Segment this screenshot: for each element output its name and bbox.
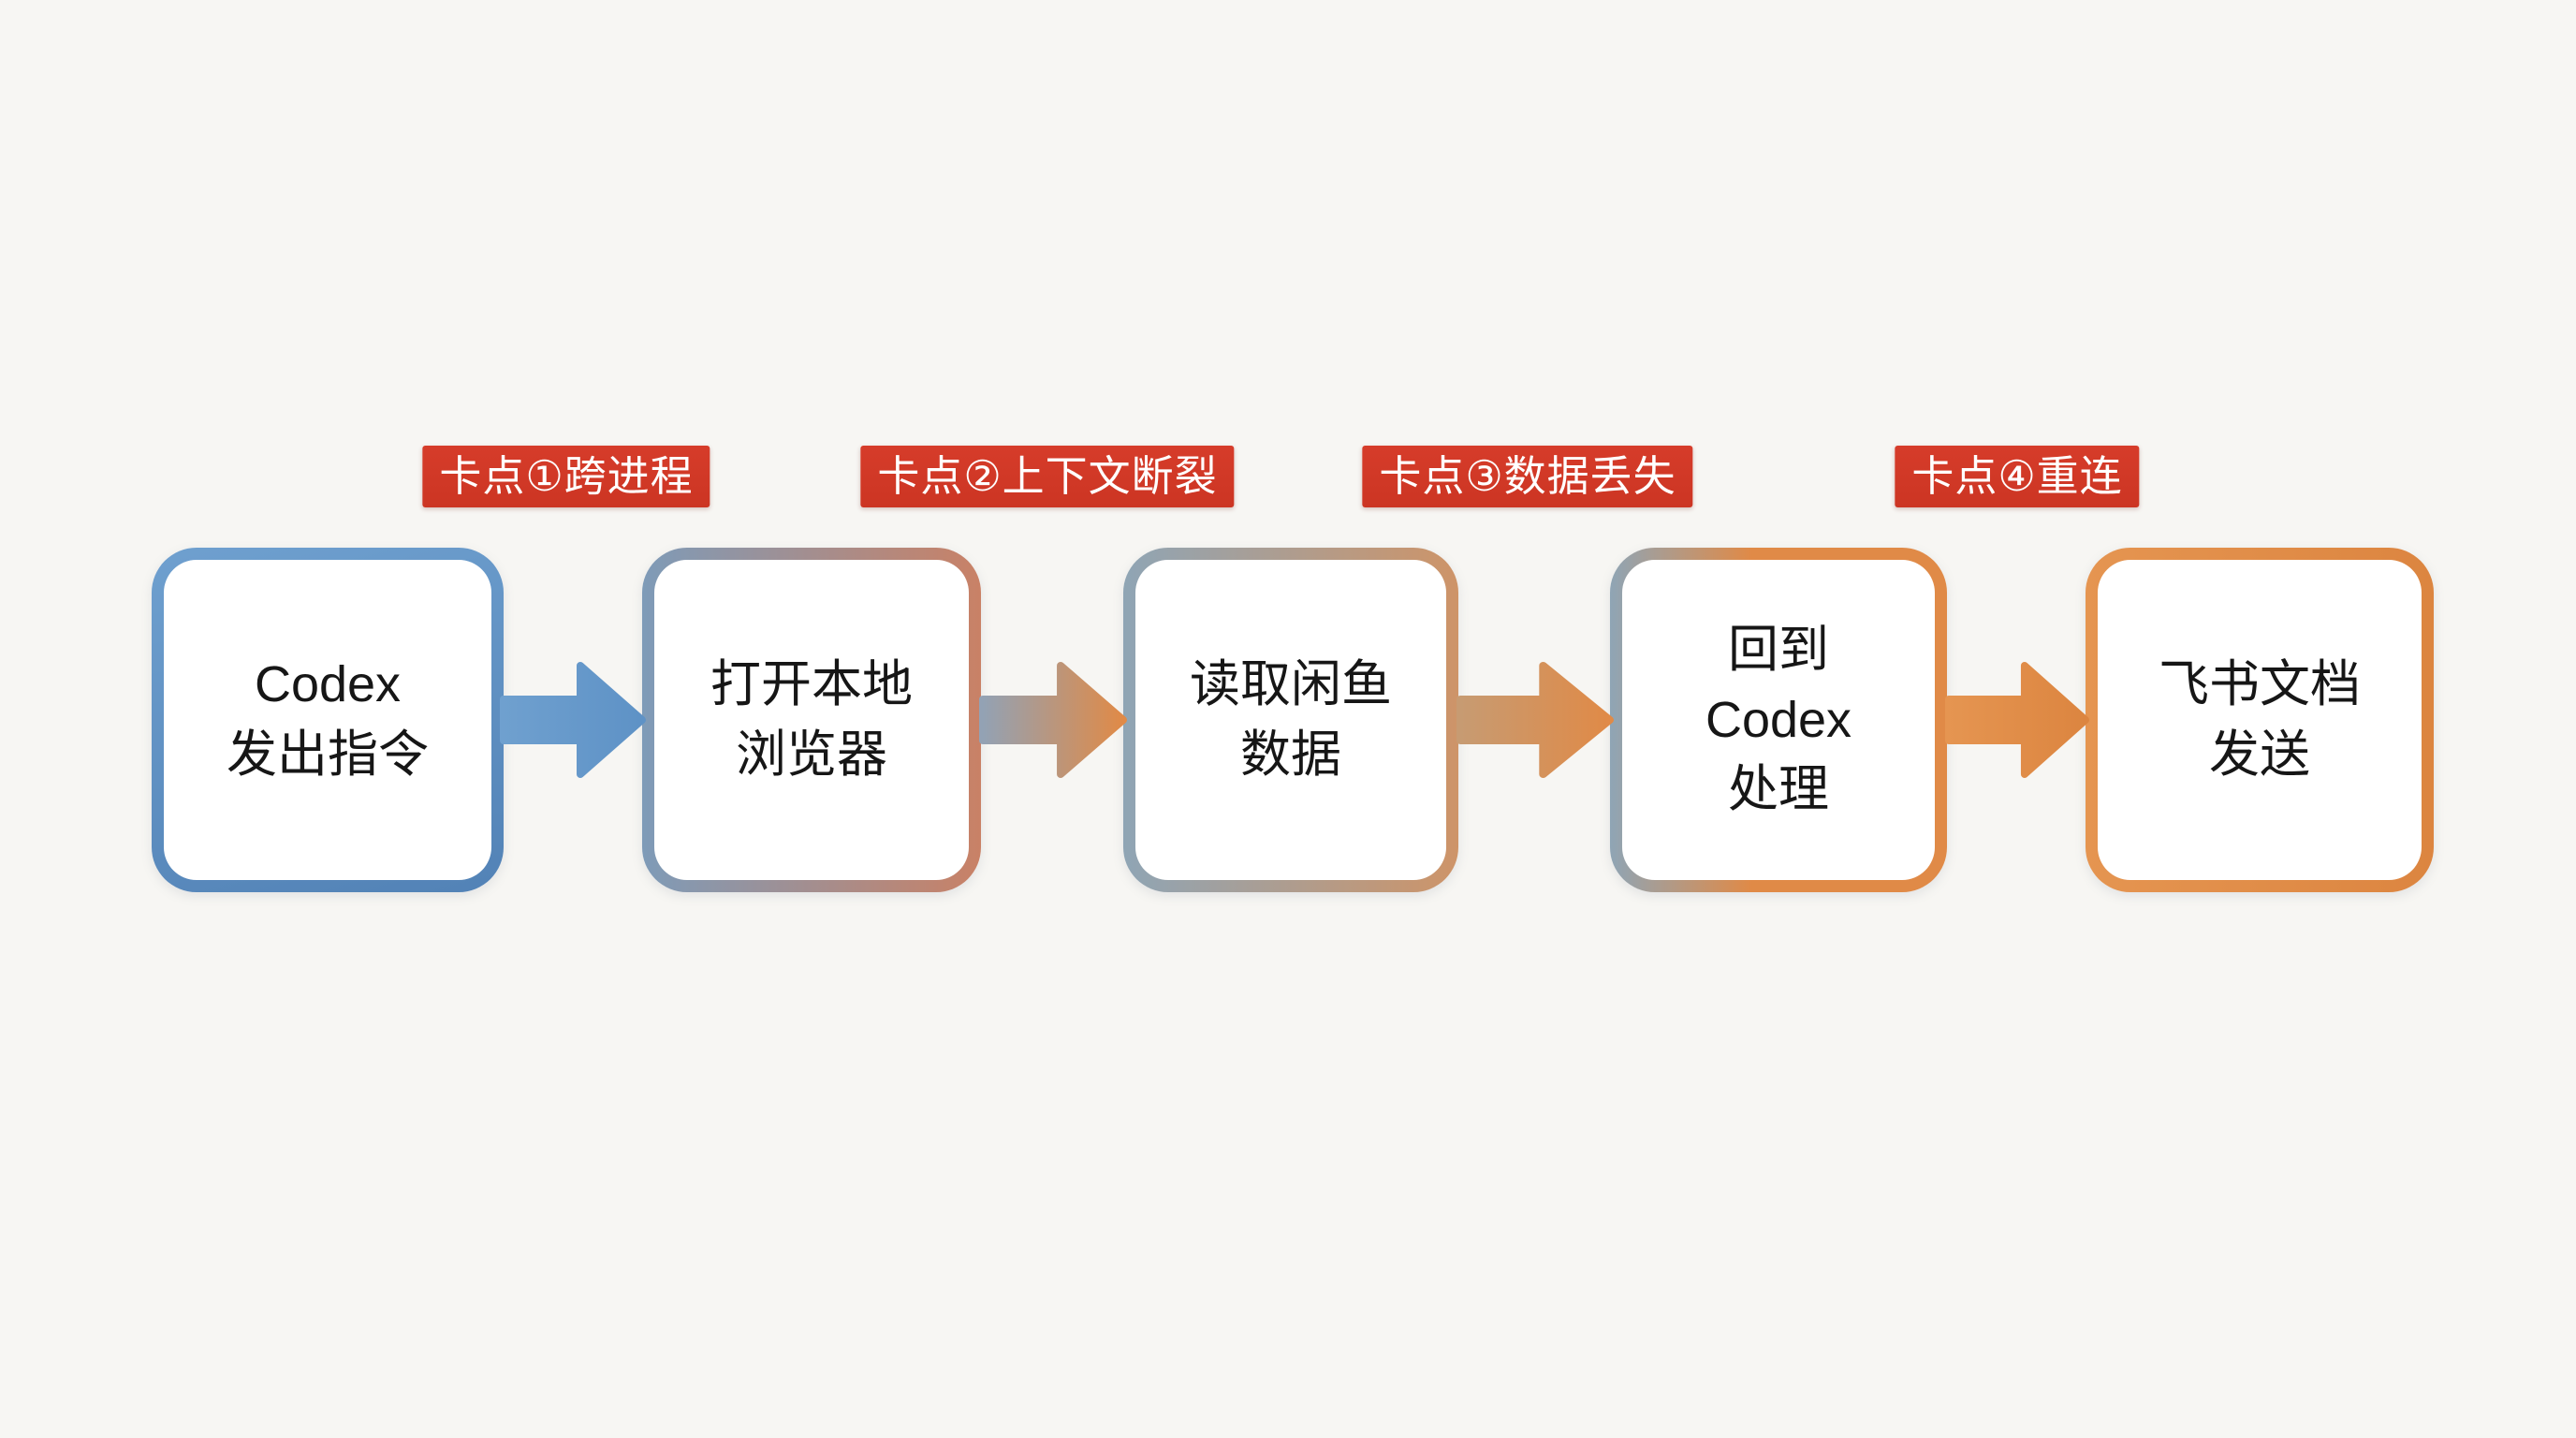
arrow-right-icon bbox=[979, 656, 1127, 784]
arrow-right-icon bbox=[500, 656, 646, 784]
flow-step-body: 飞书文档 发送 bbox=[2098, 560, 2422, 880]
flow-step-label: 打开本地 浏览器 bbox=[710, 656, 913, 783]
flow-step-label: Codex 发出指令 bbox=[227, 656, 429, 783]
flow-step-back-to-codex: 回到 Codex 处理 bbox=[1610, 548, 1947, 892]
flow-step-body: 打开本地 浏览器 bbox=[654, 560, 969, 880]
flow-step-label: 读取闲鱼 数据 bbox=[1190, 656, 1392, 783]
flow-step-body: 回到 Codex 处理 bbox=[1622, 560, 1935, 880]
blocker-badge-cross-process: 卡点①跨进程 bbox=[422, 446, 710, 507]
flow-step-open-local-browser: 打开本地 浏览器 bbox=[642, 548, 981, 892]
blocker-badge-data-loss: 卡点③数据丢失 bbox=[1362, 446, 1693, 507]
flow-step-feishu-doc-send: 飞书文档 发送 bbox=[2086, 548, 2434, 892]
blocker-badge-reconnect: 卡点④重连 bbox=[1895, 446, 2140, 507]
arrow-right-icon bbox=[1456, 656, 1614, 784]
arrow-right-icon bbox=[1945, 656, 2089, 784]
flow-step-codex-command: Codex 发出指令 bbox=[152, 548, 504, 892]
flow-step-body: 读取闲鱼 数据 bbox=[1135, 560, 1446, 880]
blocker-badge-context-break: 卡点②上下文断裂 bbox=[860, 446, 1235, 507]
flow-step-label: 飞书文档 发送 bbox=[2159, 656, 2361, 783]
flow-step-read-xianyu-data: 读取闲鱼 数据 bbox=[1123, 548, 1458, 892]
flow-step-label: 回到 Codex 处理 bbox=[1705, 622, 1852, 818]
flow-step-body: Codex 发出指令 bbox=[164, 560, 491, 880]
